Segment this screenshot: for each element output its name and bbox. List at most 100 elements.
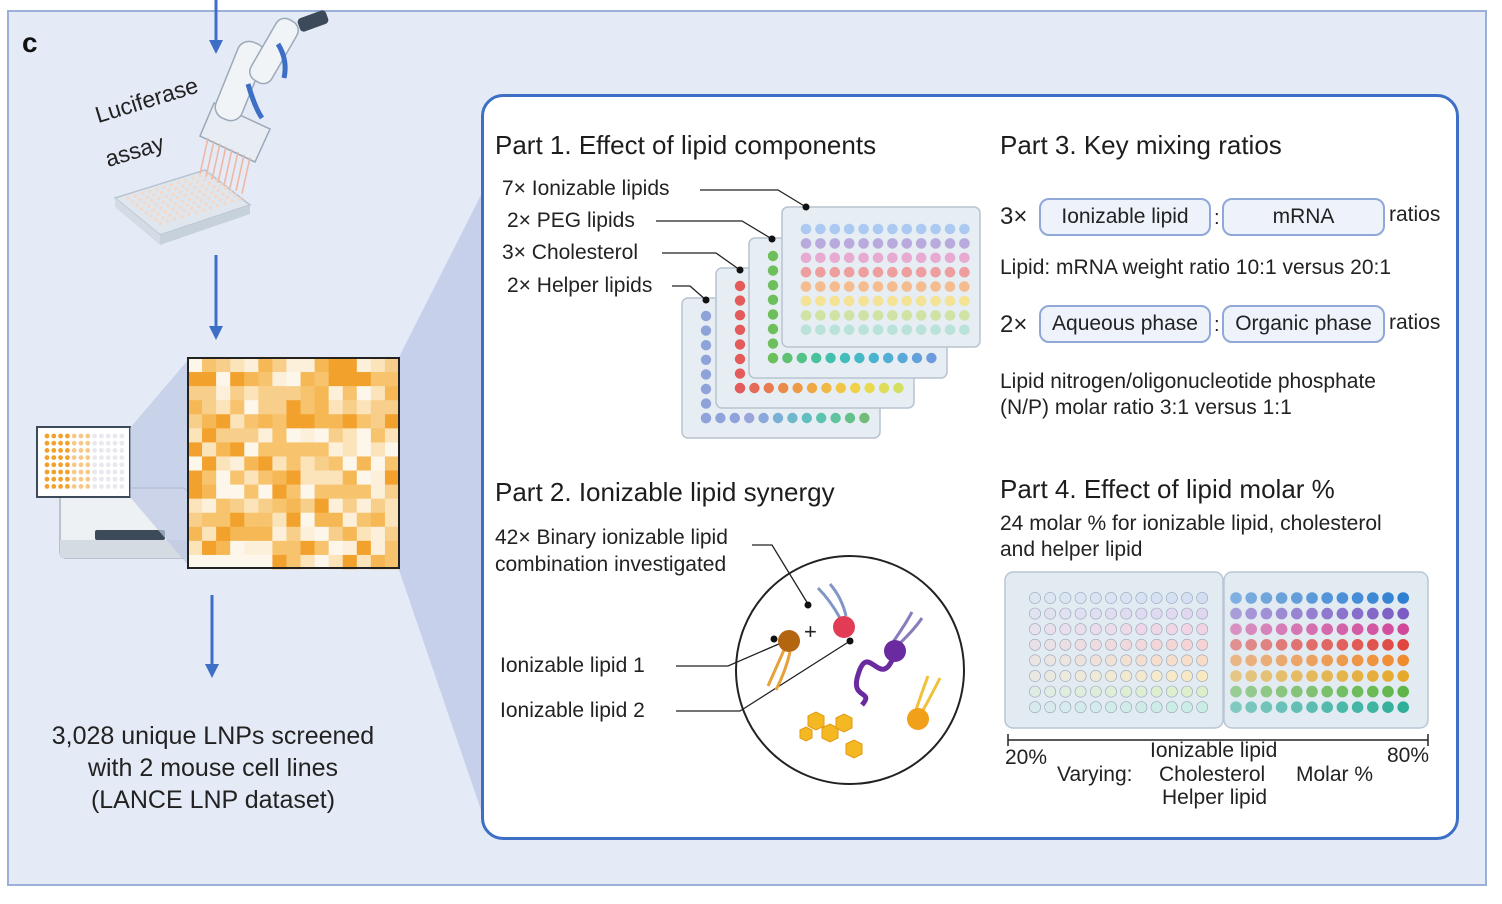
summary-line: 3,028 unique LNPs screened (51, 722, 375, 750)
heatmap-cell (244, 428, 259, 443)
heatmap-cell (202, 498, 217, 514)
plate-well (202, 193, 206, 197)
plate-well (138, 197, 142, 202)
heatmap-cell (314, 414, 329, 429)
plate-well (859, 412, 870, 424)
plate-well (1336, 607, 1349, 620)
heatmap-cell (342, 400, 358, 415)
heatmap-cell (328, 358, 344, 373)
plate-well (1260, 654, 1273, 667)
heatmap-cell (384, 484, 400, 499)
heatmap-cell (356, 400, 372, 415)
plate-well (207, 181, 211, 185)
heatmap-cell (370, 456, 386, 471)
heatmap-cell (272, 428, 287, 443)
monitor-well (105, 476, 111, 482)
heatmap-cell (188, 526, 203, 542)
plate-well (843, 223, 855, 235)
heatmap-cell (216, 372, 231, 387)
plate-well (1291, 607, 1303, 620)
plate-well (1291, 685, 1303, 698)
plate-well (216, 203, 220, 208)
plate-well (911, 352, 923, 364)
plate-well (878, 382, 890, 394)
part1-label-cholesterol: 3× Cholesterol (502, 241, 638, 264)
plate-well (1074, 607, 1087, 620)
plate-well (164, 194, 168, 199)
monitor-well (71, 448, 77, 453)
plate-well (1306, 701, 1318, 713)
monitor-well (119, 448, 125, 453)
plate-well (815, 238, 826, 249)
plate-well (1181, 701, 1193, 714)
heatmap-cell (328, 442, 344, 457)
monitor-well (78, 440, 84, 446)
plate-well (930, 223, 941, 235)
heatmap-cell (244, 456, 259, 471)
plate-well (825, 352, 836, 364)
plate-well (1260, 607, 1273, 620)
screening-heatmap (188, 358, 400, 570)
plate-well (1135, 592, 1148, 604)
heatmap-cell (342, 512, 358, 528)
monitor-well (92, 476, 97, 482)
heatmap-cell (342, 554, 358, 570)
heatmap-cell (370, 470, 386, 485)
heatmap-cell (300, 554, 315, 570)
monitor-well (105, 440, 111, 446)
plate-well (815, 310, 826, 321)
plate-well (1321, 592, 1333, 604)
plate-well (1275, 639, 1288, 651)
monitor-well (44, 433, 50, 439)
plate-well (180, 214, 184, 219)
plate-well (126, 196, 130, 200)
plate-well (1245, 623, 1257, 635)
heatmap-border (187, 357, 400, 569)
plate-well (1089, 592, 1102, 604)
heatmap-cell (272, 400, 287, 415)
plate-well (1105, 607, 1117, 620)
plate-well (1105, 654, 1117, 667)
monitor-well (58, 469, 63, 475)
plate-well (1135, 607, 1148, 620)
plate-well (800, 324, 812, 336)
plate-well (1165, 670, 1178, 682)
heatmap-cell (216, 456, 231, 471)
heatmap-cell (230, 526, 245, 542)
plate-well (1029, 638, 1041, 651)
plate-well (1120, 592, 1133, 604)
plate-well (149, 199, 154, 203)
heatmap-cell (286, 554, 301, 570)
plate-well (887, 266, 898, 278)
plate-well (883, 352, 894, 364)
plate-well (219, 182, 223, 187)
plate-well (1336, 639, 1349, 651)
heatmap-cell (314, 498, 329, 514)
plate-well (1306, 639, 1318, 651)
plate-well (1029, 685, 1041, 698)
plate-well (1120, 623, 1133, 636)
plate-well (208, 206, 213, 210)
plate-well (1120, 607, 1133, 620)
plate-well (1367, 654, 1379, 667)
heatmap-cell (244, 442, 259, 457)
monitor-well (51, 476, 57, 482)
plate-well (1029, 701, 1041, 714)
plate-well (1044, 654, 1057, 667)
plate-well (800, 252, 812, 264)
plate-well (758, 412, 769, 424)
heatmap-cell (384, 526, 400, 542)
plate-well (901, 324, 913, 336)
heatmap-cell (258, 442, 273, 457)
flow-arrow-middle (209, 255, 223, 340)
heatmap-cell (342, 442, 358, 457)
heatmap-cell (342, 428, 358, 443)
heatmap-cell (216, 526, 231, 542)
heatmap-cell (202, 456, 217, 471)
plate-well (1044, 670, 1057, 682)
heatmap-cell (216, 554, 231, 570)
plate-well (944, 266, 956, 278)
plate-well (211, 200, 215, 204)
plate-well (156, 212, 160, 216)
heatmap-cell (258, 512, 273, 528)
